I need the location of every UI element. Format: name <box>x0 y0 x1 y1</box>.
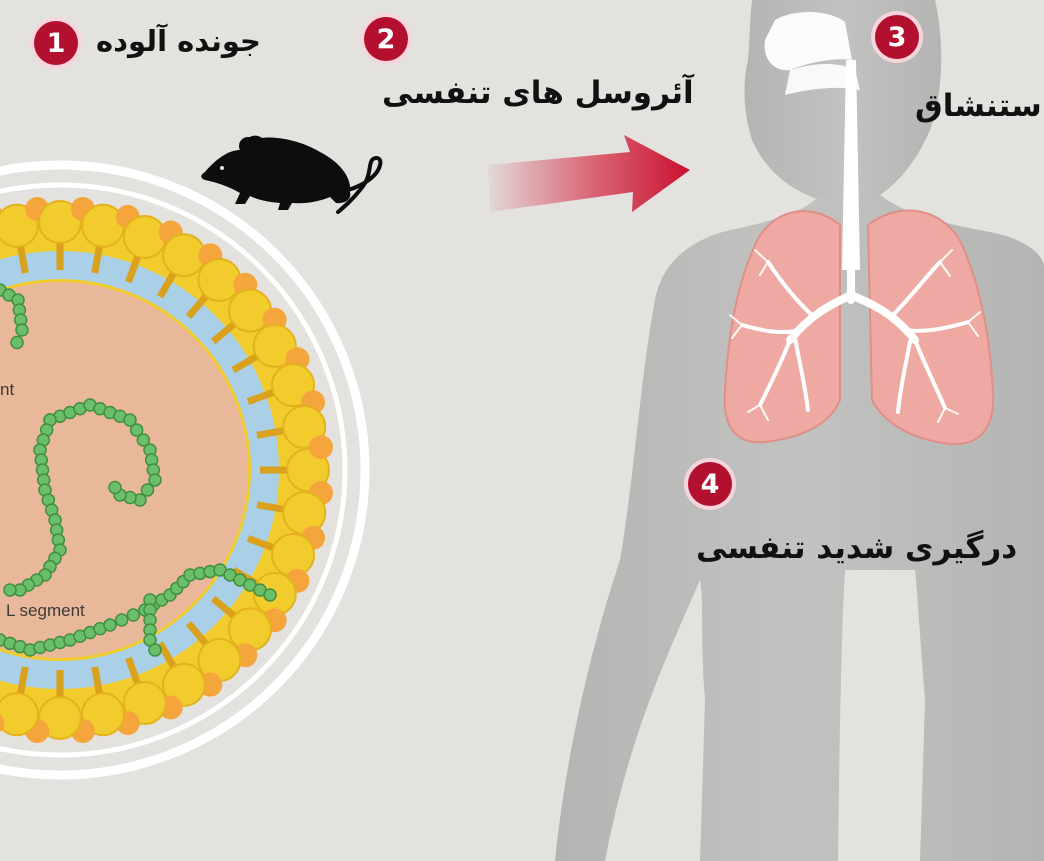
lipid-head <box>309 435 333 459</box>
segment-label-l: L segment <box>6 601 85 621</box>
spike-head <box>272 534 314 576</box>
rna-bead <box>264 589 276 601</box>
step-3-badge: 3 <box>875 15 919 59</box>
spike-head <box>198 259 240 301</box>
rna-bead <box>16 324 28 336</box>
step-4-label: درگیری شدید تنفسی <box>696 530 1044 566</box>
spike-head <box>229 608 271 650</box>
rna-bead <box>4 584 16 596</box>
rna-bead <box>104 619 116 631</box>
rna-bead <box>11 337 23 349</box>
step-1-label: جونده آلوده <box>96 24 261 58</box>
rna-bead <box>116 614 128 626</box>
step-3-label: استنشاق <box>915 88 1044 124</box>
spike-head <box>0 693 38 735</box>
spike-head <box>124 216 166 258</box>
rna-bead <box>109 482 121 494</box>
step-4-badge: 4 <box>688 462 732 506</box>
step-2-label: آئروسل های تنفسی <box>382 75 694 111</box>
segment-label-partial: nt <box>0 380 14 400</box>
step-2-badge: 2 <box>364 17 408 61</box>
rna-bead <box>149 644 161 656</box>
rna-bead <box>127 609 139 621</box>
step-1-badge: 1 <box>34 21 78 65</box>
